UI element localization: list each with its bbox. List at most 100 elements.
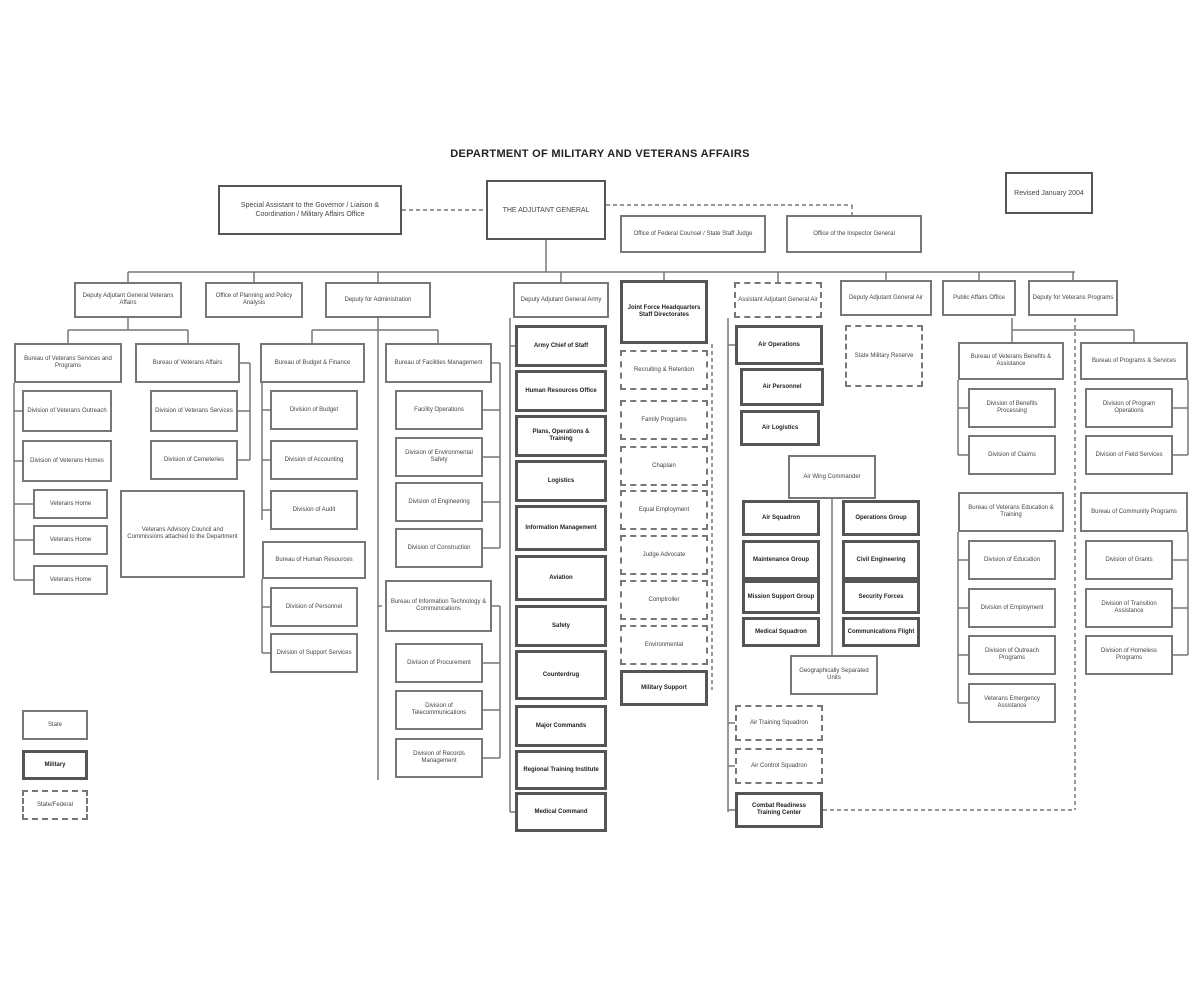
org-box-label: Division of Veterans Services [155,407,233,414]
org-box-label: Division of Records Management [413,751,465,764]
org-box-label: Bureau of Veterans Services and Programs [24,356,112,369]
org-box: Air Control Squadron [735,748,823,784]
org-box: Division of Accounting [270,440,358,480]
org-box-label: Office of Planning and Policy Analysis [215,293,293,306]
org-box-label: Communications Flight [847,628,915,635]
org-box-label: Deputy Adjutant General Army [520,296,602,303]
org-box: Air Personnel [740,368,824,406]
org-box: Environmental [620,625,708,665]
org-box: Division of Veterans Homes [22,440,112,482]
org-box-label: Division of Cemeteries [163,456,225,463]
org-box-label: Bureau of Community Programs [1091,508,1177,515]
org-box: Veterans Home [33,525,108,555]
org-box-label: Human Resources Office [525,387,597,394]
org-box-label: Security Forces [858,593,904,600]
org-box: Military [22,750,88,780]
org-box-label: Assistant Adjutant General Air [738,296,818,303]
org-box: Division of Environmental Safety [395,437,483,477]
org-box: Plans, Operations & Training [515,415,607,457]
org-box-label: Maintenance Group [752,556,809,563]
org-box-label: Chaplain [652,462,676,469]
chart-title: DEPARTMENT OF MILITARY AND VETERANS AFFA… [450,148,750,160]
org-box-label: Counterdrug [542,671,580,678]
org-box: Division of Field Services [1085,435,1173,475]
org-box: Air Squadron [742,500,820,536]
org-box: Deputy for Veterans Programs [1028,280,1118,316]
org-box: Division of Benefits Processing [968,388,1056,428]
org-box-label: Bureau of Programs & Services [1091,357,1177,364]
org-box-label: Veterans Home [49,536,92,543]
org-box-label: Air Training Squadron [749,719,809,726]
org-box: Division of Grants [1085,540,1173,580]
org-box-label: Division of Construction [407,544,471,551]
org-box: Division of Employment [968,588,1056,628]
org-box-label: Deputy Adjutant General Air [848,294,924,301]
org-box: Chaplain [620,446,708,486]
org-box-label: Division of Support Services [276,649,352,656]
org-box-label: Division of Audit [292,506,336,513]
org-box: Information Management [515,505,607,551]
org-box-label: Division of Field Services [1095,451,1163,458]
org-box: Medical Command [515,792,607,832]
org-box: Maintenance Group [742,540,820,580]
org-box-label: Plans, Operations & Training [532,429,590,442]
org-box: Division of Audit [270,490,358,530]
org-box-label: Information Management [525,524,597,531]
org-box-label: Military [44,761,66,768]
org-box: Family Programs [620,400,708,440]
org-box: Bureau of Veterans Benefits & Assistance [958,342,1064,380]
org-box-label: Family Programs [641,416,687,423]
org-box-label: Division of Procurement [407,659,471,666]
org-box: Air Logistics [740,410,820,446]
org-box-label: Division of Veterans Outreach [27,407,107,414]
org-box: Division of Construction [395,528,483,568]
org-box-label: Bureau of Veterans Benefits & Assistance [970,354,1052,367]
org-box: Deputy Adjutant General Army [513,282,609,318]
org-box: Division of Program Operations [1085,388,1173,428]
org-box: Bureau of Human Resources [262,541,366,579]
org-box: Joint Force Headquarters Staff Directora… [620,280,708,344]
org-box: Division of Veterans Services [150,390,238,432]
org-box: Safety [515,605,607,647]
org-box-label: Medical Command [534,808,588,815]
org-box: Air Wing Commander [788,455,876,499]
org-box: Division of Personnel [270,587,358,627]
org-box: Logistics [515,460,607,502]
org-box: Bureau of Veterans Services and Programs [14,343,122,383]
org-box-label: Deputy for Veterans Programs [1032,294,1114,301]
org-box-label: Public Affairs Office [953,294,1005,301]
org-box-label: Division of Benefits Processing [986,401,1038,414]
org-box-label: THE ADJUTANT GENERAL [502,206,590,214]
org-box-label: Air Logistics [761,424,799,431]
org-box-label: Division of Veterans Homes [30,457,104,464]
org-box-label: Air Wing Commander [803,473,861,480]
org-box-label: State/Federal [36,801,74,808]
org-box-label: Bureau of Veterans Affairs [152,359,223,366]
org-box-label: Mission Support Group [747,593,815,600]
org-box-label: Division of Accounting [284,456,344,463]
org-box-label: Deputy Adjutant General Veterans Affairs [82,293,174,306]
org-box-label: Joint Force Headquarters Staff Directora… [627,305,701,318]
org-box-label: Division of Program Operations [1102,401,1156,414]
org-box-label: State [47,721,62,728]
org-box: Deputy Adjutant General Air [840,280,932,316]
org-box: Equal Employment [620,490,708,530]
org-box: Veterans Advisory Council and Commission… [120,490,245,578]
org-box-label: Judge Advocate [642,551,686,558]
org-box-label: Major Commands [535,722,587,729]
org-box-label: Veterans Home [49,500,92,507]
org-box-label: Recruiting & Retention [633,366,695,373]
org-box: Veterans Emergency Assistance [968,683,1056,723]
org-box: Communications Flight [842,617,920,647]
org-box: State [22,710,88,740]
org-box-label: Army Chief of Staff [533,342,589,349]
org-box: Division of Homeless Programs [1085,635,1173,675]
org-box-label: Air Operations [758,341,800,348]
org-box: Division of Claims [968,435,1056,475]
org-box: Bureau of Veterans Education & Training [958,492,1064,532]
org-box: Division of Budget [270,390,358,430]
org-box: Division of Support Services [270,633,358,673]
org-box-label: State Military Reserve [854,352,914,359]
org-box: Regional Training Institute [515,750,607,790]
